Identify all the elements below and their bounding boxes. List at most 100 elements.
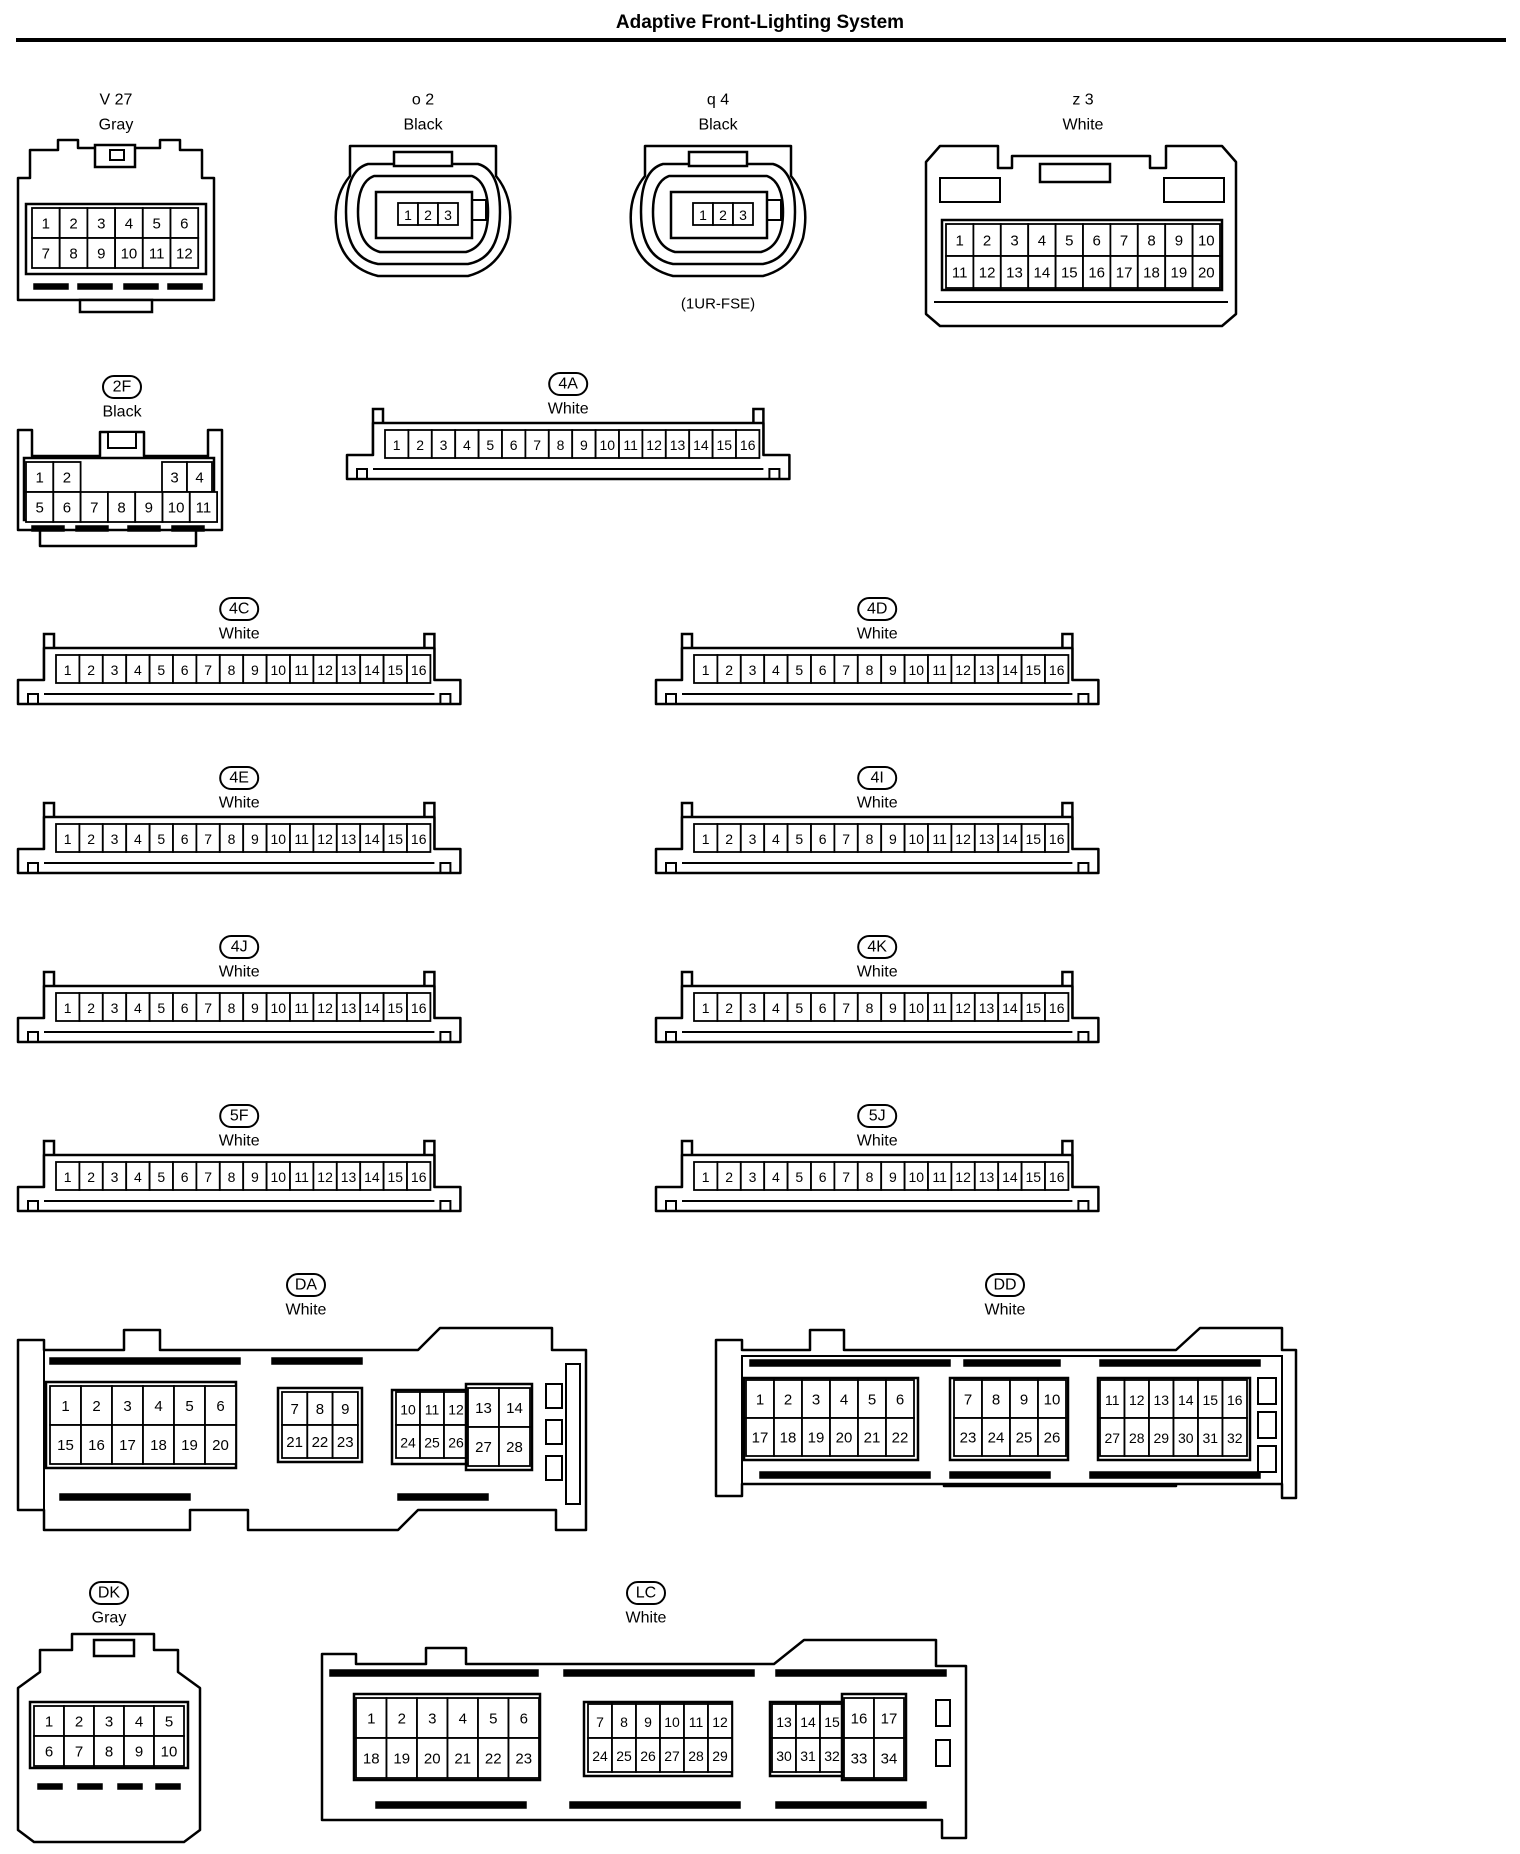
pin-number: 8 <box>866 1000 874 1016</box>
pin-number: 2 <box>719 207 727 223</box>
pin-cell <box>1191 255 1221 289</box>
pin-number: 10 <box>909 662 925 678</box>
pin-number: 7 <box>1120 233 1128 250</box>
pin-number: 9 <box>889 1169 897 1185</box>
pin-number: 11 <box>932 831 947 847</box>
pin-cell <box>355 1737 388 1779</box>
connector-code: LC <box>636 1585 656 1602</box>
pin-number: 13 <box>475 1400 492 1417</box>
pin-number: 9 <box>1175 233 1183 250</box>
connector-color: White <box>219 964 260 981</box>
pin-number: 24 <box>988 1430 1005 1447</box>
pin-number: 25 <box>616 1748 632 1764</box>
pin-number: 8 <box>228 1000 236 1016</box>
pin-number: 15 <box>1026 662 1042 678</box>
pin-number: 15 <box>388 1000 404 1016</box>
note-q4: (1UR-FSE) <box>681 296 755 313</box>
pin-cell <box>953 1417 983 1457</box>
pin-number: 8 <box>228 662 236 678</box>
pin-number: 27 <box>1104 1430 1120 1446</box>
pin-number: 5 <box>35 500 43 517</box>
pin-cell <box>972 255 1002 289</box>
pin-number: 10 <box>121 246 138 263</box>
pin-number: 26 <box>448 1435 464 1451</box>
pin-cell <box>1148 1417 1175 1457</box>
pin-number: 16 <box>1049 1000 1065 1016</box>
pin-cell <box>80 1385 113 1426</box>
pin-cell <box>498 1426 531 1467</box>
pin-number: 3 <box>440 437 448 453</box>
connector-note: (1UR-FSE) <box>681 296 755 313</box>
pin-number: 4 <box>154 1398 162 1415</box>
pin-cell <box>981 1417 1011 1457</box>
pin-number: 9 <box>251 1000 259 1016</box>
pin-number: 4 <box>772 1000 780 1016</box>
pin-number: 14 <box>506 1400 523 1417</box>
pin-cell <box>419 1424 445 1459</box>
pin-number: 14 <box>364 1169 380 1185</box>
pin-number: 2 <box>87 1169 95 1185</box>
pin-number: 6 <box>819 831 827 847</box>
pin-number: 2 <box>983 233 991 250</box>
pin-number: 13 <box>341 1169 357 1185</box>
pin-number: 16 <box>740 437 756 453</box>
pin-number: 9 <box>145 500 153 517</box>
pin-number: 3 <box>111 1000 119 1016</box>
connector-color: Gray <box>99 117 134 134</box>
title-rule <box>16 38 1506 42</box>
pin-number: 2 <box>69 216 77 233</box>
pin-number: 15 <box>1061 265 1078 282</box>
pin-cell <box>204 1424 237 1465</box>
pin-number: 11 <box>294 1000 309 1016</box>
connector-color: White <box>219 795 260 812</box>
pin-number: 7 <box>204 831 212 847</box>
pin-number: 18 <box>150 1437 167 1454</box>
pin-number: 13 <box>776 1714 792 1730</box>
connector-id-badge <box>286 1273 326 1297</box>
pin-number: 19 <box>1171 265 1188 282</box>
pin-cell <box>114 237 144 269</box>
pin-number: 14 <box>1002 831 1018 847</box>
pin-number: 12 <box>979 265 996 282</box>
pin-cell <box>406 823 432 853</box>
pin-cell <box>123 1735 155 1767</box>
pin-number: 4 <box>840 1392 848 1409</box>
pin-number: 6 <box>63 500 71 517</box>
pin-number: 7 <box>75 1744 83 1761</box>
connector-code: o 2 <box>412 92 434 109</box>
pin-cell <box>1191 223 1221 257</box>
pin-number: 20 <box>1198 265 1215 282</box>
pin-number: 9 <box>889 831 897 847</box>
pin-cell <box>111 1424 144 1465</box>
pin-number: 13 <box>979 1169 995 1185</box>
pin-number: 2 <box>725 831 733 847</box>
pin-number: 13 <box>341 662 357 678</box>
pin-number: 5 <box>152 216 160 233</box>
pin-cell <box>443 1424 469 1459</box>
pin-number: 4 <box>134 1169 142 1185</box>
pin-number: 7 <box>42 246 50 263</box>
pin-number: 34 <box>881 1751 898 1768</box>
pin-number: 28 <box>506 1439 523 1456</box>
pin-number: 32 <box>1227 1430 1243 1446</box>
pin-number: 8 <box>105 1744 113 1761</box>
pin-cell <box>1136 255 1167 289</box>
pin-number: 10 <box>271 1000 287 1016</box>
pin-number: 10 <box>161 1744 178 1761</box>
pin-cell <box>819 1703 845 1739</box>
pin-number: 20 <box>836 1430 853 1447</box>
connector-color: White <box>857 964 898 981</box>
pin-number: 10 <box>271 662 287 678</box>
pin-number: 1 <box>35 470 43 487</box>
pin-number: 15 <box>388 662 404 678</box>
pin-number: 15 <box>717 437 733 453</box>
pin-number: 11 <box>196 500 212 517</box>
pin-cell <box>999 255 1030 289</box>
pin-number: 5 <box>185 1398 193 1415</box>
pin-number: 2 <box>87 662 95 678</box>
pin-number: 3 <box>812 1392 820 1409</box>
connector-id-badge <box>985 1273 1025 1297</box>
